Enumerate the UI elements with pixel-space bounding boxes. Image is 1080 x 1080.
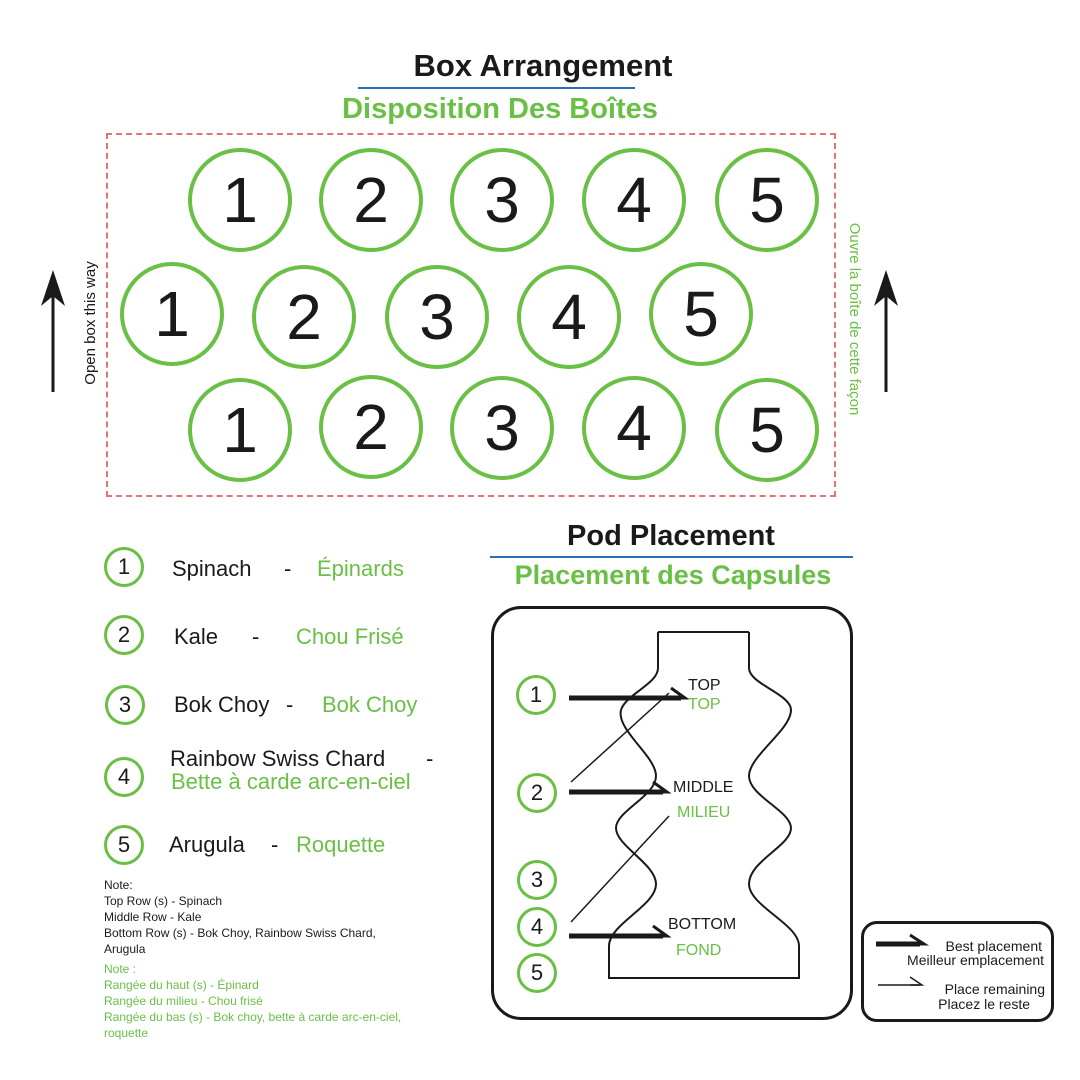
pod-outline <box>608 631 800 979</box>
legend-fr-4: Bette à carde arc-en-ciel <box>171 769 411 794</box>
pod-placement-title: Pod Placement <box>567 520 775 552</box>
legend-en-1: Spinach <box>172 556 252 581</box>
note-en: Note: Top Row (s) - Spinach Middle Row -… <box>104 877 376 957</box>
legend-sep-4: - <box>426 746 434 771</box>
pod-diagram <box>569 631 800 979</box>
box-arrangement-subtitle: Disposition Des Boîtes <box>342 93 658 125</box>
level-middle-en: MIDDLE <box>673 779 734 796</box>
note-fr-line: Rangée du haut (s) - Épinard <box>104 978 259 992</box>
pod-circle-row1-4: 4 <box>582 148 686 252</box>
legend-circle-2: 2 <box>104 615 144 655</box>
box-outline: 1 2 3 4 5 1 2 3 4 5 1 2 3 4 5 <box>106 133 836 497</box>
pod-number-5: 5 <box>517 953 557 993</box>
pod-circle-row2-2: 2 <box>252 265 356 369</box>
note-fr-line: Rangée du bas (s) - Bok choy, bette à ca… <box>104 1010 402 1024</box>
legend-fr-2: Chou Frisé <box>296 624 404 649</box>
pod-circle-row2-3: 3 <box>385 265 489 369</box>
note-fr-heading: Note : <box>104 962 137 976</box>
pod-number-1: 1 <box>516 675 556 715</box>
level-middle-fr: MILIEU <box>677 804 731 821</box>
level-bottom-fr: FOND <box>676 942 722 959</box>
pod-number-2: 2 <box>517 773 557 813</box>
note-fr-line: roquette <box>104 1026 149 1040</box>
level-top-fr: TOP <box>688 696 721 713</box>
open-box-label-fr: Ouvre la boîte de cette façon <box>846 222 863 416</box>
open-box-label-en: Open box this way <box>82 261 99 385</box>
pod-circle-row1-2: 2 <box>319 148 423 252</box>
box-arrangement-title: Box Arrangement <box>413 48 673 83</box>
placement-key <box>861 921 1054 1022</box>
legend-circle-5: 5 <box>104 825 144 865</box>
note-en-line: Middle Row - Kale <box>104 910 202 924</box>
key-rest-fr: Placez le reste <box>938 996 1030 1012</box>
note-en-line: Arugula <box>104 942 146 956</box>
pod-circle-row3-5: 5 <box>715 378 819 482</box>
open-direction-arrow-right-icon <box>874 270 898 392</box>
pod-number-3: 3 <box>517 860 557 900</box>
legend-sep-5: - <box>271 832 279 857</box>
pod-placement-subtitle: Placement des Capsules <box>514 560 832 590</box>
legend-sep-1: - <box>284 556 292 581</box>
legend-circle-3: 3 <box>105 685 145 725</box>
legend-fr-3: Bok Choy <box>322 692 418 717</box>
key-rest-en: Place remaining <box>944 981 1045 997</box>
note-en-line: Top Row (s) - Spinach <box>104 894 223 908</box>
pod-circle-row3-3: 3 <box>450 376 554 480</box>
pod-circle-row3-1: 1 <box>188 378 292 482</box>
key-arrows <box>876 933 930 986</box>
note-en-heading: Note: <box>104 878 133 892</box>
pod-diagram-frame <box>491 606 853 1020</box>
pod-circle-row2-5: 5 <box>649 262 753 366</box>
note-fr-line: Rangée du milieu - Chou frisé <box>104 994 263 1008</box>
legend-sep-3: - <box>286 692 294 717</box>
legend-en-3: Bok Choy <box>174 692 270 717</box>
legend-en-4: Rainbow Swiss Chard <box>170 746 386 771</box>
pod-circle-row3-2: 2 <box>319 375 423 479</box>
pod-circle-row1-5: 5 <box>715 148 819 252</box>
legend-sep-2: - <box>252 624 260 649</box>
title-underline <box>358 87 635 89</box>
note-en-line: Bottom Row (s) - Bok Choy, Rainbow Swiss… <box>104 926 376 940</box>
level-top-en: TOP <box>688 677 721 694</box>
pod-title-underline <box>490 556 853 558</box>
legend-fr-5: Roquette <box>296 832 386 857</box>
note-fr: Note : Rangée du haut (s) - Épinard Rang… <box>104 961 401 1041</box>
legend-en-2: Kale <box>174 624 219 649</box>
pod-circle-row3-4: 4 <box>582 376 686 480</box>
legend-circle-1: 1 <box>104 547 144 587</box>
pod-circle-row1-3: 3 <box>450 148 554 252</box>
key-best-en: Best placement <box>945 938 1043 954</box>
key-best-fr: Meilleur emplacement <box>907 952 1044 968</box>
pod-circle-row2-4: 4 <box>517 265 621 369</box>
legend-circle-4: 4 <box>104 757 144 797</box>
legend-fr-1: Épinards <box>317 556 404 581</box>
level-bottom-en: BOTTOM <box>668 916 737 933</box>
pod-circle-row1-1: 1 <box>188 148 292 252</box>
pod-circle-row2-1: 1 <box>120 262 224 366</box>
legend-en-5: Arugula <box>169 832 245 857</box>
open-direction-arrow-left-icon <box>41 270 65 392</box>
pod-number-4: 4 <box>517 907 557 947</box>
